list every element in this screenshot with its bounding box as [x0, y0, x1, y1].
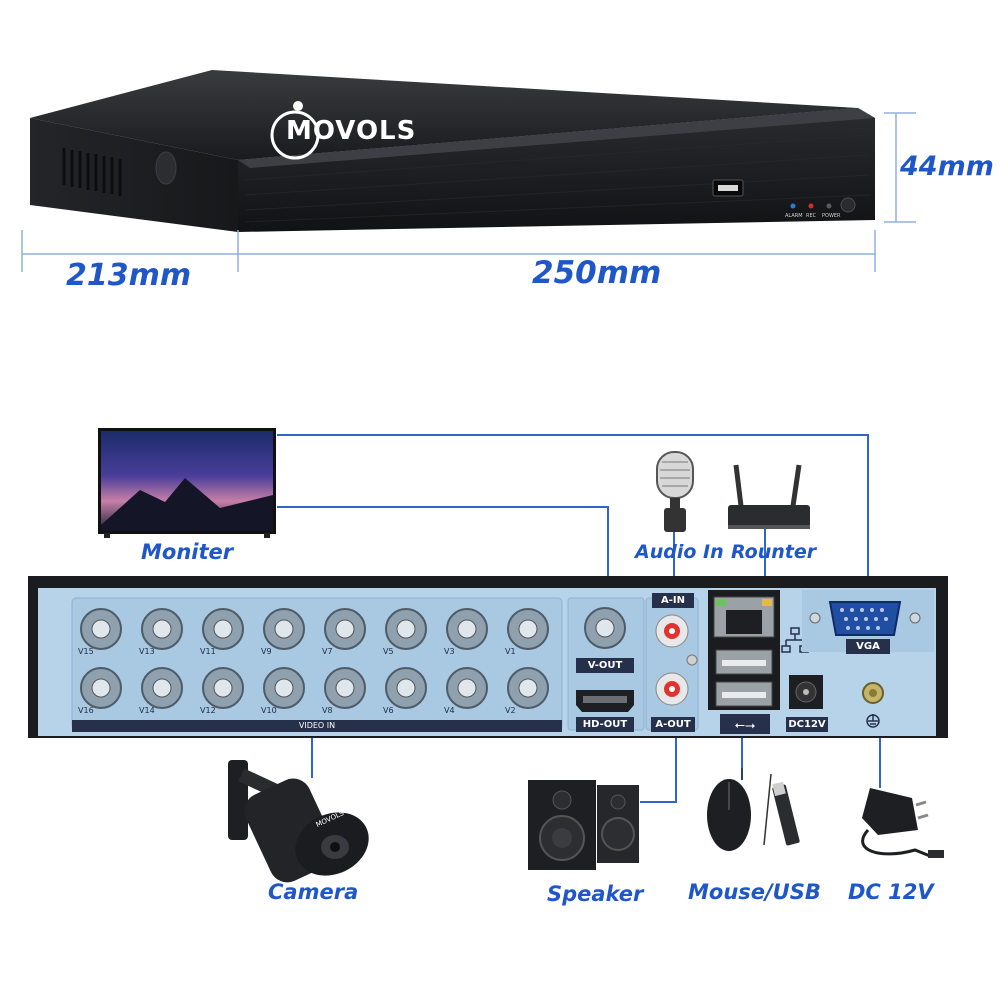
channel-label: V9 [261, 647, 272, 656]
dc-power-label: DC 12V [848, 880, 934, 904]
router-label: Rounter [731, 541, 817, 563]
speaker-illustration [528, 780, 639, 870]
bnc-bottom-row [80, 667, 549, 709]
led-label-power: POWER [822, 213, 841, 219]
hd-out-label: HD-OUT [576, 717, 634, 732]
power-adapter-illustration [861, 788, 944, 858]
v-out-label: V-OUT [576, 658, 634, 673]
dvr-front-illustration [21, 70, 916, 272]
channel-label: V2 [505, 706, 516, 715]
channel-label: V15 [78, 647, 94, 656]
channel-label: V1 [505, 647, 516, 656]
channel-label: V3 [444, 647, 455, 656]
depth-dimension: 213mm [66, 258, 192, 293]
monitor-label: Moniter [141, 540, 234, 564]
bnc-top-row [80, 608, 549, 650]
channel-label: V13 [139, 647, 155, 656]
width-dimension: 250mm [532, 255, 662, 291]
channel-label: V5 [383, 647, 394, 656]
channel-label: V14 [139, 706, 155, 715]
svg-text:⭠⭢: ⭠⭢ [735, 718, 756, 733]
camera-label: Camera [268, 880, 359, 904]
ir-receiver [840, 197, 856, 213]
video-in-label: VIDEO IN [298, 721, 336, 730]
channel-label: V16 [78, 706, 94, 715]
speaker-label: Speaker [547, 882, 644, 906]
channel-label: V10 [261, 706, 277, 715]
led-label-rec: REC [806, 213, 817, 219]
channel-label: V12 [200, 706, 216, 715]
audio-in-label: Audio In [635, 541, 724, 563]
channel-label: V4 [444, 706, 455, 715]
dc-label: DC12V [786, 717, 828, 732]
dvr-side-panel [30, 118, 238, 232]
height-dimension: 44mm [900, 151, 994, 182]
mouse-usb-illustration [707, 768, 800, 851]
router-illustration [728, 464, 810, 529]
monitor-illustration [98, 428, 276, 538]
channel-label: V7 [322, 647, 333, 656]
channel-label: V11 [200, 647, 216, 656]
connection-diagram: ⭠⭢ [28, 428, 948, 883]
a-in-label: A-IN [652, 593, 694, 608]
microphone-illustration [656, 451, 694, 532]
camera-illustration [228, 760, 369, 883]
mouse-usb-label: Mouse/USB [688, 880, 821, 904]
channel-label: V8 [322, 706, 333, 715]
a-out-label: A-OUT [651, 717, 695, 732]
led-label-alarm: ALARM [785, 213, 803, 219]
channel-label: V6 [383, 706, 394, 715]
vga-label: VGA [846, 639, 890, 654]
brand-logo-text: MOVOLS [286, 116, 417, 146]
movols-logo-ring [270, 110, 320, 160]
